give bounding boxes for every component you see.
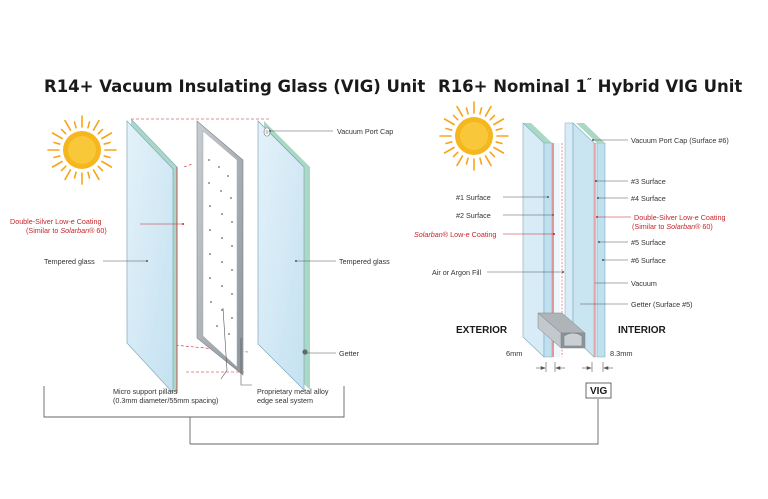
sun-ray: [489, 151, 496, 158]
sun-ray: [64, 169, 72, 181]
right-hybrid-vig-unit: [487, 122, 631, 372]
label-coating-similar: (Similar to Solarban® 60): [26, 226, 107, 235]
sun-ray: [465, 107, 469, 115]
sun-ray: [101, 160, 113, 168]
sun-ray: [97, 128, 104, 135]
sun-ray: [73, 171, 77, 179]
sun-ray: [445, 141, 453, 145]
port-cap-icon: [263, 127, 271, 137]
sun-ray: [456, 105, 464, 117]
sun-ray: [484, 155, 492, 167]
right-title: R16+ Nominal 1″ Hybrid VIG Unit: [438, 76, 742, 96]
label-surface-4: #4 Surface: [631, 194, 666, 203]
vig-tag: VIG: [585, 382, 612, 399]
sun-ray: [92, 169, 100, 181]
label-surface-1: #1 Surface: [456, 193, 491, 202]
sun-ray: [101, 132, 113, 140]
sun-ray: [465, 157, 469, 165]
sun-ray: [64, 119, 72, 131]
sun-ray: [489, 114, 496, 121]
sun-ray: [53, 141, 61, 145]
sun-ray: [445, 127, 453, 131]
sun-ray: [495, 141, 503, 145]
sun-ray: [92, 119, 100, 131]
sun-ray: [456, 155, 464, 167]
label-getter: Getter: [339, 349, 360, 358]
label-tempered-glass-left: Tempered glass: [44, 257, 95, 266]
sun-icon: [47, 115, 117, 185]
label-surface-2: #2 Surface: [456, 211, 491, 220]
micro-support-pillars: [208, 159, 233, 335]
label-surface-3: #3 Surface: [631, 177, 666, 186]
sun-ray: [60, 128, 67, 135]
sun-ray: [60, 165, 67, 172]
label-solarban-coating: Solarban® Low-e Coating: [414, 230, 496, 239]
tempered-glass-pane-left: [126, 118, 178, 394]
label-double-silver-coating-right: Double-Silver Low-e Coating: [634, 213, 726, 222]
sun-ray: [53, 155, 61, 159]
label-coating-similar-right: (Similar to Solarban® 60): [632, 222, 713, 231]
sun-ray: [479, 157, 483, 165]
label-air-argon-fill: Air or Argon Fill: [432, 268, 482, 277]
sun-ray: [443, 146, 455, 154]
sun-ray: [73, 121, 77, 129]
label-edge-seal: Proprietary metal alloy: [257, 387, 329, 396]
sun-ray: [493, 146, 505, 154]
sun-ray: [443, 118, 455, 126]
sun-ray: [97, 165, 104, 172]
connector-bracket: [43, 386, 599, 445]
label-dim-8-3mm: 8.3mm: [610, 349, 633, 358]
sun-ray: [484, 105, 492, 117]
getter-icon: [302, 349, 308, 355]
sun-ray: [495, 127, 503, 131]
sun-ray: [87, 171, 91, 179]
sun-ray: [452, 114, 459, 121]
sun-ray: [103, 141, 111, 145]
label-vacuum-port-cap: Vacuum Port Cap: [337, 127, 393, 136]
label-double-silver-coating: Double-Silver Low-e Coating: [10, 217, 102, 226]
sun-ray: [87, 121, 91, 129]
sun-icon: [439, 101, 509, 171]
sun-ray: [51, 132, 63, 140]
sun-ray: [51, 160, 63, 168]
left-title: R14+ Vacuum Insulating Glass (VIG) Unit: [44, 77, 425, 96]
label-vacuum: Vacuum: [631, 279, 657, 288]
svg-text:VIG: VIG: [590, 386, 607, 397]
label-surface-5: #5 Surface: [631, 238, 666, 247]
label-tempered-glass-right: Tempered glass: [339, 257, 390, 266]
sun-ray: [103, 155, 111, 159]
label-vacuum-port-cap-surface6: Vacuum Port Cap (Surface #6): [631, 136, 729, 145]
tempered-glass-pane-right: [257, 120, 310, 391]
label-surface-6: #6 Surface: [631, 256, 666, 265]
label-exterior: EXTERIOR: [456, 325, 508, 336]
label-micro-pillars: Micro support pillars: [113, 387, 178, 396]
edge-seal-frame: [196, 120, 244, 376]
sun-ray: [452, 151, 459, 158]
label-interior: INTERIOR: [618, 325, 667, 336]
label-getter-surface5: Getter (Surface #5): [631, 300, 693, 309]
left-vig-unit: [103, 118, 336, 394]
label-edge-seal-system: edge seal system: [257, 396, 313, 405]
label-dim-6mm: 6mm: [506, 349, 522, 358]
sun-ray: [493, 118, 505, 126]
sun-ray: [479, 107, 483, 115]
dimension-marks: [536, 362, 613, 372]
label-pillars-spacing: (0.3mm diameter/55mm spacing): [113, 396, 218, 405]
